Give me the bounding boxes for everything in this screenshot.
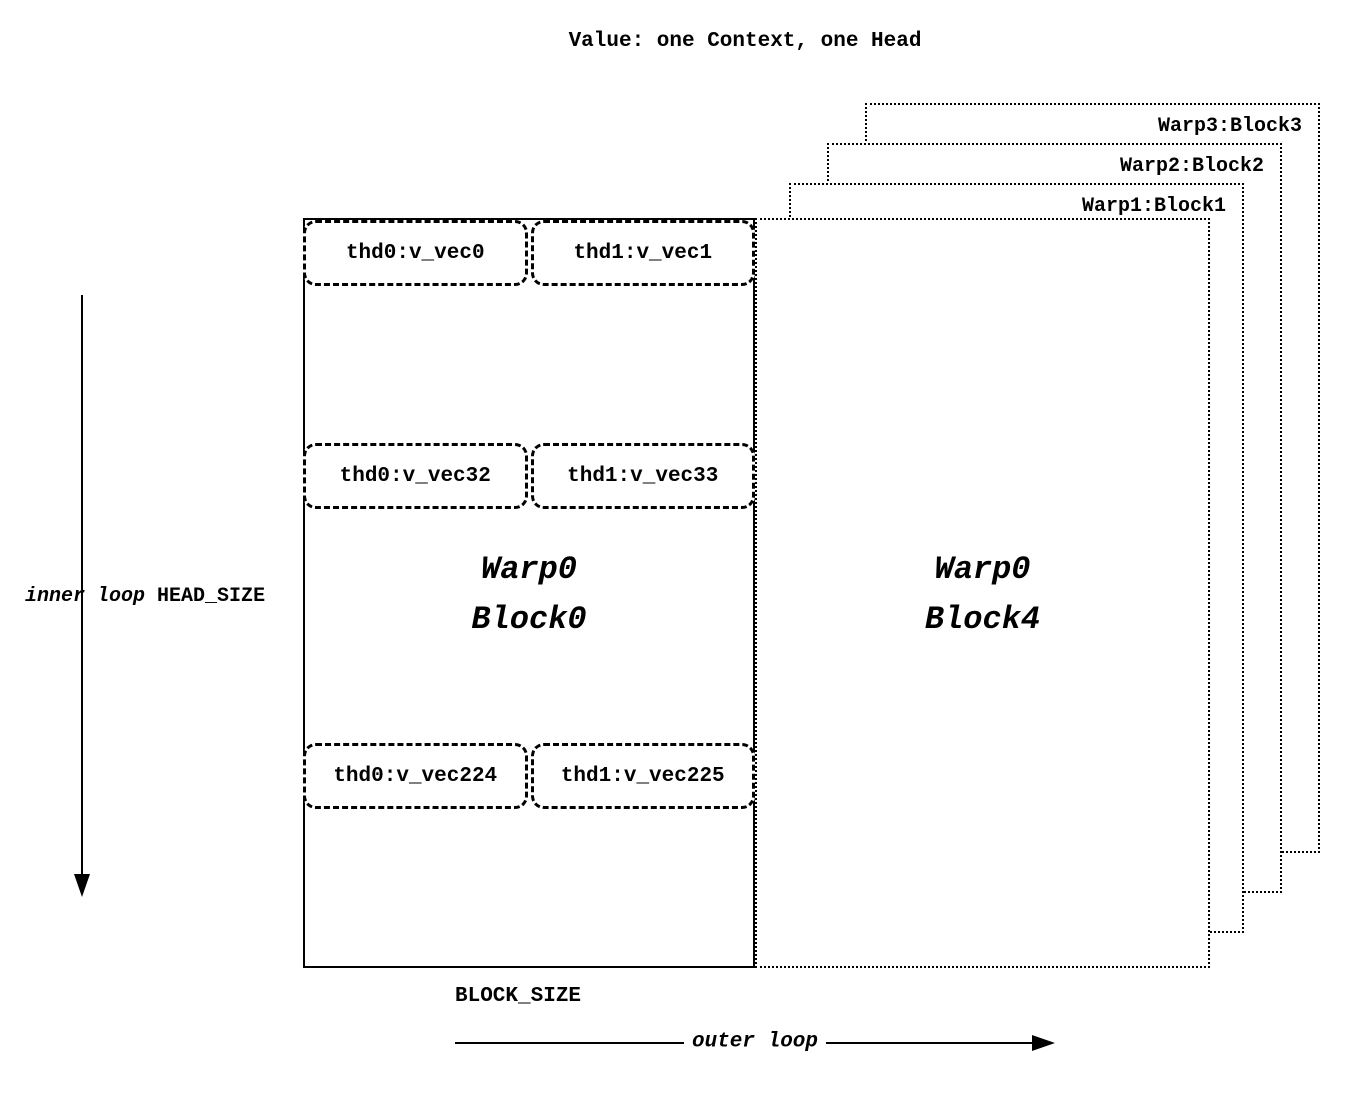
- block-size-label: BLOCK_SIZE: [455, 985, 582, 1008]
- thd0-vec0-box: thd0:v_vec0: [303, 220, 528, 286]
- thd1-vec225-box: thd1:v_vec225: [530, 743, 755, 809]
- warp2-block2-label: Warp2:Block2: [1119, 155, 1264, 178]
- thd0-vec224-label: thd0:v_vec224: [333, 764, 498, 788]
- warp1-block1-label: Warp1:Block1: [1081, 195, 1226, 218]
- thd0-vec32-label: thd0:v_vec32: [339, 464, 491, 488]
- inner-loop-head-size-label: inner loop HEAD_SIZE: [25, 585, 265, 608]
- thd0-vec224-box: thd0:v_vec224: [303, 743, 528, 809]
- thd1-vec1-label: thd1:v_vec1: [573, 241, 713, 265]
- block4-block-line: Block4: [924, 600, 1041, 638]
- block0-warp-line: Warp0: [480, 551, 577, 588]
- warp0-block4-label: Warp0 Block4: [757, 545, 1208, 644]
- thd1-vec1-box: thd1:v_vec1: [530, 220, 755, 286]
- block4-warp-line: Warp0: [934, 551, 1031, 588]
- outer-loop-label: outer loop: [683, 1030, 827, 1054]
- thread-vector-row-2: thd0:v_vec224 thd1:v_vec225: [303, 743, 755, 809]
- thd1-vec225-label: thd1:v_vec225: [560, 764, 725, 788]
- inner-loop-text: inner loop: [25, 585, 146, 608]
- thread-vector-row-1: thd0:v_vec32 thd1:v_vec33: [303, 443, 755, 509]
- head-size-text: HEAD_SIZE: [157, 585, 266, 608]
- thread-vector-row-0: thd0:v_vec0 thd1:v_vec1: [303, 220, 755, 286]
- thd1-vec33-box: thd1:v_vec33: [530, 443, 755, 509]
- thd0-vec0-label: thd0:v_vec0: [345, 241, 485, 265]
- warp0-block0-label: Warp0 Block0: [305, 545, 753, 644]
- warp3-block3-label: Warp3:Block3: [1157, 115, 1302, 138]
- thd0-vec32-box: thd0:v_vec32: [303, 443, 528, 509]
- warp0-block4-panel: Warp0 Block4: [755, 218, 1210, 968]
- diagram-title: Value: one Context, one Head: [568, 30, 922, 53]
- thd1-vec33-label: thd1:v_vec33: [567, 464, 719, 488]
- block0-block-line: Block0: [471, 600, 587, 638]
- warp0-block0-panel: thd0:v_vec0 thd1:v_vec1 thd0:v_vec32 thd…: [303, 218, 755, 968]
